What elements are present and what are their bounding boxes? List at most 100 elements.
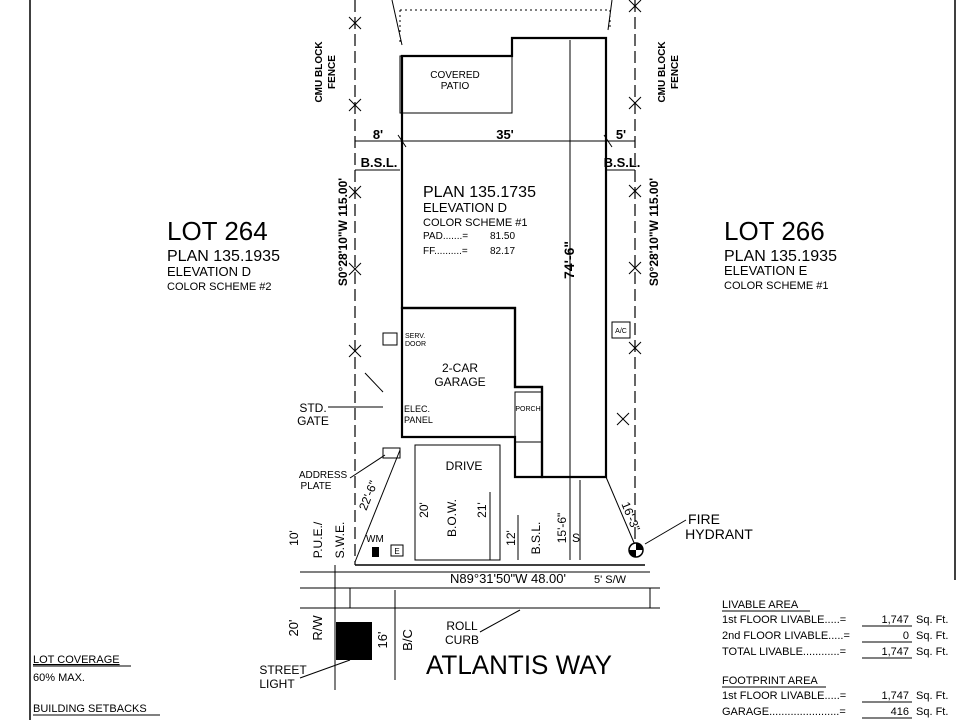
dim-20-label: 20' xyxy=(417,502,431,518)
street-light-label-2: LIGHT xyxy=(259,677,295,691)
fence-left-line2: FENCE xyxy=(327,55,338,89)
roll-curb-label-1: ROLL xyxy=(446,619,478,633)
lot-right-title: LOT 266 xyxy=(724,216,825,246)
water-meter-symbol xyxy=(372,547,379,557)
roll-curb-leader xyxy=(479,609,521,633)
coverage-value: 60% MAX. xyxy=(33,672,85,684)
footprint-area-table: FOOTPRINT AREA 1st FLOOR LIVABLE.....=1,… xyxy=(722,675,948,719)
wm-label: WM xyxy=(366,534,384,545)
house-elevation: ELEVATION D xyxy=(423,200,507,215)
livable-row-unit: Sq. Ft. xyxy=(916,614,948,626)
e-box-label: E xyxy=(394,547,399,556)
footprint-row-unit: Sq. Ft. xyxy=(916,706,948,718)
swe-label: S.W.E. xyxy=(333,522,347,559)
address-plate-label-2: PLATE xyxy=(301,481,332,492)
drive-label: DRIVE xyxy=(446,459,483,473)
porch-box xyxy=(514,391,543,443)
fence-right-line2: FENCE xyxy=(670,55,681,89)
s-label: S xyxy=(572,531,580,545)
gate-swing xyxy=(364,372,384,393)
lot-left-title: LOT 264 xyxy=(167,216,268,246)
bsl-left-label: B.S.L. xyxy=(361,155,398,170)
coverage-title: LOT COVERAGE xyxy=(33,654,120,666)
dim-width: 35' xyxy=(496,127,514,142)
livable-row-unit: Sq. Ft. xyxy=(916,630,948,642)
patio-label-2: PATIO xyxy=(441,81,470,92)
lot-left-elevation: ELEVATION D xyxy=(167,264,251,279)
footprint-row-value: 416 xyxy=(891,706,909,718)
footprint-row-unit: Sq. Ft. xyxy=(916,690,948,702)
address-leader xyxy=(349,454,386,479)
roll-curb-label-2: CURB xyxy=(445,633,479,647)
garage-label-1: 2-CAR xyxy=(442,361,478,375)
street-light-symbol xyxy=(336,622,372,660)
rear-corner-right xyxy=(607,0,613,31)
bsl-right-label: B.S.L. xyxy=(604,155,641,170)
dim-21-label: 21' xyxy=(475,502,489,518)
std-gate-label-1: STD. xyxy=(299,401,326,415)
house-plan: PLAN 135.1735 xyxy=(423,184,536,201)
livable-row-value: 1,747 xyxy=(881,614,909,626)
fire-hydrant-label-1: FIRE xyxy=(688,511,720,527)
dim-12-label: 12' xyxy=(504,530,518,546)
address-plate-marker xyxy=(382,447,401,459)
livable-title: LIVABLE AREA xyxy=(722,599,799,611)
address-plate-label-1: ADDRESS xyxy=(299,470,348,481)
rear-corner-left xyxy=(391,0,403,46)
setbacks-title: BUILDING SETBACKS xyxy=(33,703,147,715)
pad-label: PAD.......= xyxy=(423,231,468,242)
driveway-angle-left xyxy=(354,449,401,563)
fence-marks-right xyxy=(616,0,642,426)
elec-panel-label-2: PANEL xyxy=(404,415,433,425)
footprint-row-label: GARAGE.......................= xyxy=(722,706,846,718)
street-light-leader xyxy=(299,659,351,679)
electric-box-symbol xyxy=(390,544,404,557)
serv-door-label-2: DOOR xyxy=(405,341,426,348)
ac-label: A/C xyxy=(615,328,627,335)
width-dim-ticks xyxy=(397,134,613,148)
livable-area-table: LIVABLE AREA 1st FLOOR LIVABLE.....= 1,74… xyxy=(722,599,948,659)
dim-15-6-label: 15'-6" xyxy=(555,513,569,544)
lot-264-info: LOT 264 PLAN 135.1935 ELEVATION D COLOR … xyxy=(167,216,280,293)
porch-label: PORCH xyxy=(515,406,540,413)
bearing-right: S0°28'10"W 115.00' xyxy=(647,178,661,286)
bc-dim-label: 16' xyxy=(375,632,390,649)
ac-unit-box xyxy=(611,321,631,339)
dim-side-left: 8' xyxy=(373,127,383,142)
rw-label: R/W xyxy=(310,615,325,641)
lot-266-info: LOT 266 PLAN 135.1935 ELEVATION E COLOR … xyxy=(724,216,837,292)
bsl-front-label: B.S.L. xyxy=(529,522,543,555)
footprint-row-label: 1st FLOOR LIVABLE.....= xyxy=(722,690,846,702)
footprint-title: FOOTPRINT AREA xyxy=(722,675,818,687)
bow-label: B.O.W. xyxy=(445,499,459,537)
fire-hydrant-label-2: HYDRANT xyxy=(685,526,753,542)
lot-left-scheme: COLOR SCHEME #2 xyxy=(167,281,272,293)
livable-row-unit: Sq. Ft. xyxy=(916,646,948,658)
lot-right-scheme: COLOR SCHEME #1 xyxy=(724,280,829,292)
livable-row-value: 0 xyxy=(903,630,909,642)
livable-row-label: 2nd FLOOR LIVABLE.....= xyxy=(722,630,850,642)
lot-right-elevation: ELEVATION E xyxy=(724,263,808,278)
fence-marks-left xyxy=(348,16,362,358)
bc-label: B/C xyxy=(400,629,415,651)
hydrant-leader xyxy=(644,519,687,545)
livable-row-label: 1st FLOOR LIVABLE.....= xyxy=(722,614,846,626)
livable-row-label: TOTAL LIVABLE............= xyxy=(722,646,846,658)
ff-label: FF..........= xyxy=(423,246,468,257)
pue-label: P.U.E./ xyxy=(311,521,325,558)
house-scheme: COLOR SCHEME #1 xyxy=(423,217,528,229)
angle-right-label: 16'-3" xyxy=(618,500,642,534)
bearing-left: S0°28'10"W 115.00' xyxy=(336,178,350,286)
garage-label-2: GARAGE xyxy=(434,375,485,389)
pue-dim-label: 10' xyxy=(287,530,301,546)
street-name: ATLANTIS WAY xyxy=(426,650,612,680)
pad-value: 81.50 xyxy=(490,231,515,242)
house-info: PLAN 135.1735 ELEVATION D COLOR SCHEME #… xyxy=(423,184,536,257)
dim-side-right: 5' xyxy=(616,127,626,142)
patio-label-1: COVERED xyxy=(430,70,479,81)
front-bearing-label: N89°31'50"W 48.00' xyxy=(450,571,566,586)
fire-hydrant-icon xyxy=(628,542,644,558)
street-light-label-1: STREET xyxy=(259,663,307,677)
lot-right-plan: PLAN 135.1935 xyxy=(724,248,837,265)
